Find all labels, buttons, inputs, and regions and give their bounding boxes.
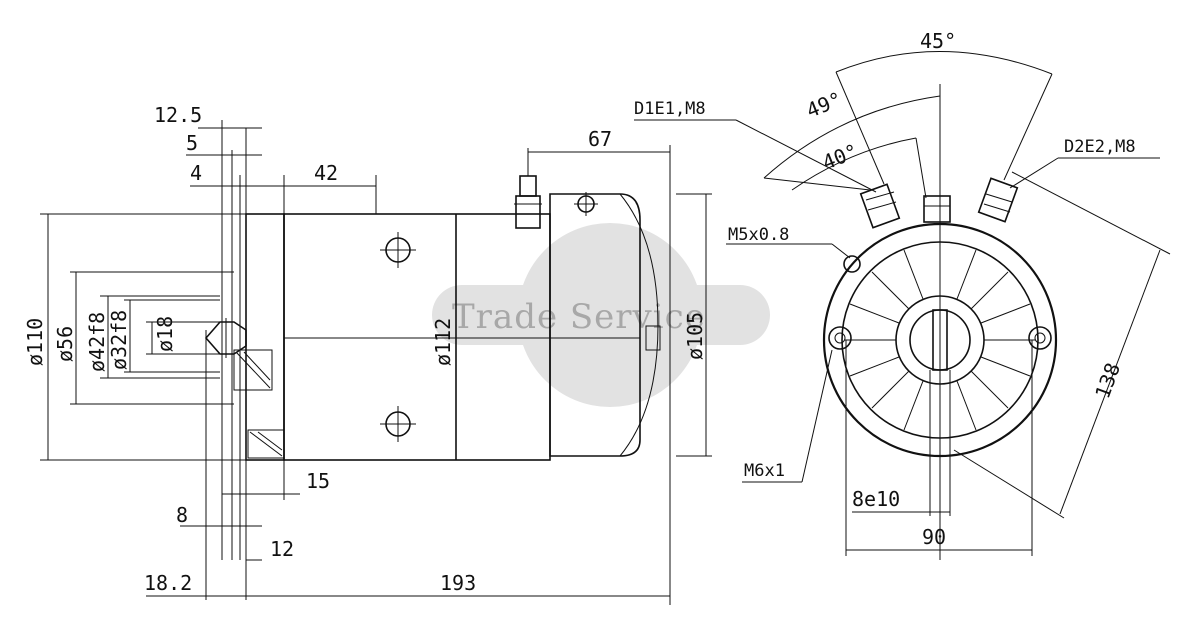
- terminal-stud-side: [514, 148, 542, 229]
- terminal-d1e1-label: D1E1,M8: [634, 99, 706, 119]
- dim-dia18: ø18: [153, 316, 177, 352]
- dim-90: 90: [922, 525, 946, 549]
- end-cap: [549, 193, 641, 457]
- angle-45-label: 45°: [920, 29, 956, 53]
- dim-42: 42: [314, 161, 338, 185]
- mounting-bolt: [828, 326, 852, 350]
- screw-symbol: [574, 192, 598, 216]
- dim-12-5: 12.5: [154, 103, 202, 127]
- side-view: 12.5 5 4 42 67 15 8 12 18.2 193 ø110 ø56…: [23, 103, 712, 605]
- dim-4: 4: [190, 161, 202, 185]
- m6-label: M6x1: [744, 461, 785, 481]
- dim-18-2: 18.2: [144, 571, 192, 595]
- angle-40-label: 40°: [819, 139, 861, 175]
- terminal-d2e2-label: D2E2,M8: [1064, 137, 1136, 157]
- terminal-d1e1: [859, 183, 901, 229]
- dim-dia56: ø56: [53, 326, 77, 362]
- dim-5: 5: [186, 131, 198, 155]
- dim-dia105: ø105: [683, 312, 707, 360]
- angle-arc-40: [791, 137, 917, 191]
- m5-label: M5x0.8: [728, 225, 789, 245]
- flange: [245, 213, 285, 461]
- watermark-text: Trade Service: [452, 297, 706, 337]
- dim-12: 12: [270, 537, 294, 561]
- dim-67: 67: [588, 127, 612, 151]
- angle-49-label: 49°: [803, 87, 845, 123]
- dim-138: 138: [1090, 360, 1125, 402]
- dim-193: 193: [440, 571, 476, 595]
- watermark: Trade Service: [432, 223, 770, 407]
- dim-8: 8: [176, 503, 188, 527]
- mounting-bolt: [1028, 326, 1052, 350]
- dim-dia42f8: ø42f8: [85, 312, 109, 372]
- screw-symbol: [380, 232, 416, 268]
- end-view: 45° 49° 40° D1E1,M8 D2E2,M8 M5x0.8 M6x1 …: [634, 29, 1171, 560]
- dim-dia32f8: ø32f8: [107, 310, 131, 370]
- angle-arc-49: [763, 95, 941, 179]
- terminal-d2e2: [977, 177, 1019, 223]
- terminal-center: [923, 195, 951, 223]
- dim-15: 15: [306, 469, 330, 493]
- m5-screw: [843, 255, 861, 273]
- dim-dia112: ø112: [431, 318, 455, 366]
- dim-dia110: ø110: [23, 318, 47, 366]
- key-8e10-label: 8e10: [852, 487, 900, 511]
- screw-symbol: [380, 406, 416, 442]
- angle-arc-45: [835, 51, 1053, 75]
